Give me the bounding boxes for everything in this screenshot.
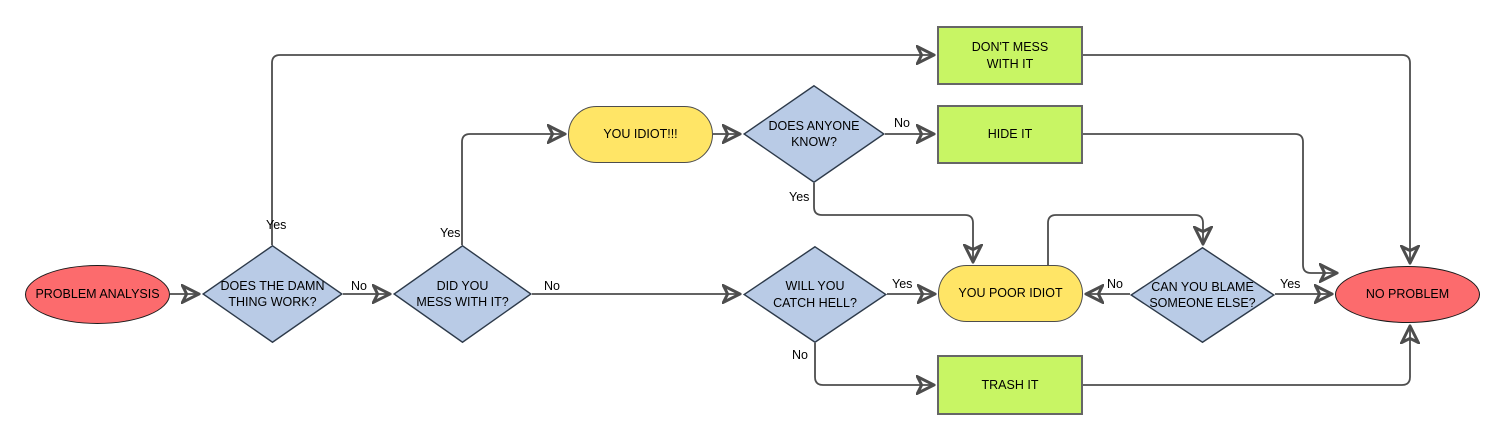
- edge-label-can-you-blame-yes: Yes: [1280, 277, 1301, 291]
- edge-label-catch-hell-no: No: [792, 348, 808, 362]
- node-does-it-work: DOES THE DAMN THING WORK?: [202, 245, 343, 343]
- edge-label-does-it-work-yes: Yes: [266, 218, 287, 232]
- edge-trash-it-to-no-problem: [1083, 326, 1410, 386]
- edge-does-it-work-yes-to-dont-mess: [271, 55, 934, 245]
- node-you-idiot: YOU IDIOT!!!: [568, 106, 713, 163]
- diamond-shape: [202, 245, 343, 343]
- edge-dont-mess-to-no-problem: [1083, 54, 1410, 263]
- edge-label-does-it-work-no: No: [351, 279, 367, 293]
- node-no-problem-label: NO PROBLEM: [1365, 287, 1450, 302]
- node-did-you-mess: DID YOU MESS WITH IT?: [393, 245, 532, 343]
- node-you-poor-idiot: YOU POOR IDIOT: [938, 265, 1083, 322]
- node-problem-analysis-label: PROBLEM ANALYSIS: [35, 287, 160, 302]
- edge-label-catch-hell-yes: Yes: [892, 277, 913, 291]
- node-did-you-mess-label: DID YOU MESS WITH IT?: [416, 278, 509, 309]
- edge-you-poor-idiot-to-can-you-blame: [1047, 214, 1203, 265]
- diamond-shape: [743, 85, 885, 183]
- node-will-you-catch-hell-label: WILL YOU CATCH HELL?: [773, 279, 857, 310]
- node-does-anyone-know-label: DOES ANYONE KNOW?: [768, 118, 860, 149]
- edge-catch-hell-no-to-trash-it: [814, 343, 934, 385]
- node-hide-it-label: HIDE IT: [987, 127, 1033, 142]
- node-can-you-blame-label: CAN YOU BLAME SOMEONE ELSE?: [1149, 279, 1256, 310]
- edge-label-did-you-mess-yes: Yes: [440, 226, 461, 240]
- node-you-poor-idiot-label: YOU POOR IDIOT: [958, 286, 1063, 301]
- node-does-anyone-know: DOES ANYONE KNOW?: [743, 85, 885, 183]
- edge-label-does-anyone-know-yes: Yes: [789, 190, 810, 204]
- diamond-shape: [743, 246, 887, 343]
- edge-did-you-mess-yes-to-you-idiot: [461, 134, 565, 245]
- edge-label-can-you-blame-no: No: [1107, 277, 1123, 291]
- node-trash-it: TRASH IT: [937, 355, 1083, 415]
- node-trash-it-label: TRASH IT: [981, 377, 1039, 392]
- diamond-shape: [1130, 247, 1275, 343]
- node-problem-analysis: PROBLEM ANALYSIS: [25, 265, 170, 324]
- node-will-you-catch-hell: WILL YOU CATCH HELL?: [743, 246, 887, 343]
- node-you-idiot-label: YOU IDIOT!!!: [603, 127, 678, 142]
- edge-label-did-you-mess-no: No: [544, 279, 560, 293]
- node-dont-mess-with-it-label: DON'T MESS WITH IT: [971, 40, 1049, 71]
- node-does-it-work-label: DOES THE DAMN THING WORK?: [220, 278, 325, 309]
- diamond-shape: [393, 245, 532, 343]
- edge-label-does-anyone-know-no: No: [894, 116, 910, 130]
- node-can-you-blame: CAN YOU BLAME SOMEONE ELSE?: [1130, 247, 1275, 343]
- edge-hide-it-to-no-problem: [1083, 133, 1337, 273]
- edge-does-anyone-know-yes-to-you-poor-idiot: [813, 183, 973, 262]
- node-no-problem: NO PROBLEM: [1335, 266, 1480, 323]
- node-hide-it: HIDE IT: [937, 105, 1083, 164]
- node-dont-mess-with-it: DON'T MESS WITH IT: [937, 26, 1083, 85]
